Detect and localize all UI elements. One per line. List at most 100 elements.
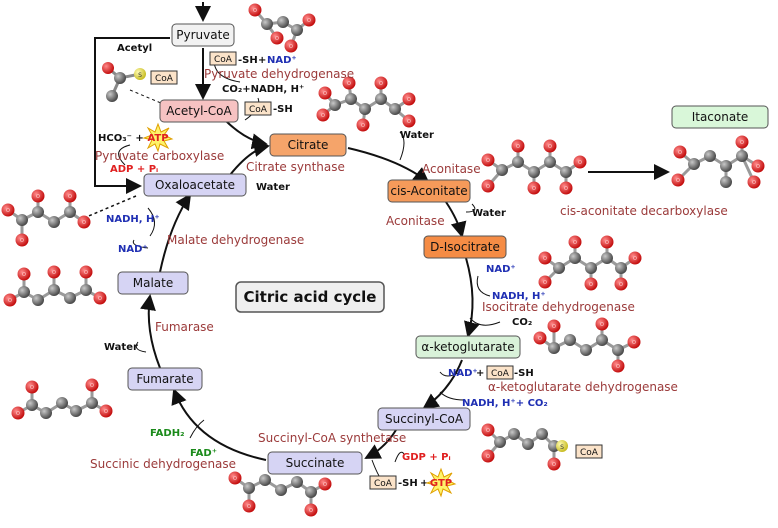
svg-text:O: O bbox=[756, 164, 760, 170]
svg-text:O: O bbox=[752, 180, 756, 186]
svg-text:O: O bbox=[16, 411, 20, 417]
alpha-ketoglutarate-label: α-ketoglutarate bbox=[421, 340, 514, 354]
svg-text:O: O bbox=[740, 140, 744, 146]
arrow-akg-to-succinylcoa bbox=[422, 359, 463, 410]
svg-text:O: O bbox=[486, 454, 490, 460]
plus-text-top: + bbox=[258, 55, 266, 66]
acetyl-coa-fragment: CoA S bbox=[102, 62, 178, 102]
nad-plus-isocitrate: NAD⁺ bbox=[486, 264, 516, 275]
svg-text:O: O bbox=[90, 383, 94, 389]
svg-text:O: O bbox=[543, 280, 547, 286]
starburst-atp-icon: ATP bbox=[142, 122, 174, 153]
fumarate-label: Fumarate bbox=[136, 372, 193, 386]
plus-succinyl: + bbox=[420, 478, 428, 489]
coa-text-akg: CoA bbox=[491, 369, 510, 379]
co2-isocitrate: CO₂ bbox=[512, 317, 532, 328]
dotted-link-acetyl bbox=[129, 89, 169, 107]
svg-text:O: O bbox=[678, 150, 682, 156]
enzyme-succinyl-coa-synthetase: Succinyl-CoA synthetase bbox=[258, 431, 406, 445]
citrate-label: Citrate bbox=[288, 138, 329, 152]
coa-text-top: CoA bbox=[214, 55, 233, 65]
svg-text:O: O bbox=[321, 113, 325, 119]
water-text-aconitase: Water bbox=[400, 130, 434, 141]
sh-text-akg: -SH bbox=[514, 368, 534, 379]
enzyme-isocitrate-dehydrogenase: Isocitrate dehydrogenase bbox=[482, 300, 635, 314]
fumarate-molecule: O O O O bbox=[11, 378, 113, 420]
node-fumarate: Fumarate bbox=[127, 367, 203, 391]
oxaloacetate-label: Oxaloacetate bbox=[155, 178, 235, 192]
svg-text:O: O bbox=[104, 409, 108, 415]
arrow-malate-to-oxaloacetate bbox=[159, 193, 192, 273]
svg-text:O: O bbox=[516, 144, 520, 150]
svg-text:O: O bbox=[633, 256, 637, 262]
arrow-succinylcoa-to-succinate bbox=[364, 429, 397, 459]
svg-text:O: O bbox=[275, 36, 279, 42]
svg-text:O: O bbox=[407, 119, 411, 125]
adp-pi-text: ADP + Pᵢ bbox=[110, 164, 158, 175]
coa-sh-box-acetyl: CoA -SH bbox=[244, 101, 293, 116]
fadh2-text: FADH₂ bbox=[150, 428, 184, 439]
svg-text:O: O bbox=[486, 428, 490, 434]
svg-text:O: O bbox=[589, 282, 593, 288]
svg-text:O: O bbox=[578, 160, 582, 166]
node-itaconate: Itaconate bbox=[671, 105, 769, 129]
itaconate-molecule: O O O O O bbox=[671, 135, 765, 189]
d-isocitrate-label: D-Isocitrate bbox=[430, 240, 500, 254]
svg-text:O: O bbox=[676, 178, 680, 184]
svg-text:O: O bbox=[486, 184, 490, 190]
svg-text:O: O bbox=[407, 97, 411, 103]
succinyl-coa-label: Succinyl-CoA bbox=[385, 412, 464, 426]
water-text-citrate-synthase: Water bbox=[256, 182, 290, 193]
nadh-h-co2-akg: NADH, H⁺+ CO₂ bbox=[462, 398, 548, 409]
node-pyruvate: Pyruvate bbox=[171, 23, 235, 47]
svg-text:O: O bbox=[619, 282, 623, 288]
svg-text:O: O bbox=[323, 482, 327, 488]
svg-text:O: O bbox=[600, 322, 604, 328]
arrow-fumarate-to-malate bbox=[140, 294, 161, 369]
svg-text:O: O bbox=[30, 385, 34, 391]
svg-text:O: O bbox=[247, 504, 251, 510]
svg-text:O: O bbox=[307, 18, 311, 24]
nad-plus-malate: NAD⁺ bbox=[118, 244, 148, 255]
enzyme-malate-dehydrogenase: Malate dehydrogenase bbox=[167, 233, 304, 247]
enzyme-succinic-dehydrogenase: Succinic dehydrogenase bbox=[90, 457, 236, 471]
malate-label: Malate bbox=[133, 276, 173, 290]
svg-text:O: O bbox=[548, 144, 552, 150]
svg-text:O: O bbox=[538, 336, 542, 342]
hco3-text: HCO₃⁻ + bbox=[98, 133, 144, 144]
coa-text-succinyl: CoA bbox=[374, 479, 393, 489]
acetyl-label: Acetyl bbox=[117, 43, 152, 54]
itaconate-label: Itaconate bbox=[692, 110, 749, 124]
nadh-h-malate: NADH, H⁺ bbox=[106, 214, 160, 225]
arrow-succinate-to-fumarate bbox=[171, 388, 267, 461]
svg-text:O: O bbox=[552, 324, 556, 330]
water-text-cisaconitate: Water bbox=[472, 208, 506, 219]
enzyme-aconitase-1: Aconitase bbox=[422, 162, 481, 176]
enzyme-akg-dehydrogenase: α-ketoglutarate dehydrogenase bbox=[488, 380, 678, 394]
svg-text:O: O bbox=[68, 194, 72, 200]
acetyl-coa-label: Acetyl-CoA bbox=[166, 104, 232, 118]
arrow-citrate-to-cisaconitate bbox=[347, 147, 430, 184]
nad-plus-top: NAD⁺ bbox=[267, 55, 297, 66]
s-atom-succinyl: S bbox=[560, 444, 564, 451]
arrow-isocitrate-to-akg bbox=[464, 257, 480, 338]
svg-text:O: O bbox=[82, 220, 86, 226]
arrow-pyruvate-to-oxaloacetate-loop bbox=[94, 37, 170, 194]
arrow-cisaconitate-to-isocitrate bbox=[445, 201, 467, 238]
enzyme-pyruvate-dehydrogenase: Pyruvate dehydrogenase bbox=[204, 67, 354, 81]
svg-text:O: O bbox=[52, 270, 56, 276]
svg-text:O: O bbox=[253, 8, 257, 14]
svg-text:O: O bbox=[8, 298, 12, 304]
coa-text-fragment: CoA bbox=[155, 74, 174, 84]
sh-text-succinyl: -SH bbox=[398, 478, 418, 489]
water-text-fumarase: Water bbox=[104, 342, 138, 353]
node-succinate: Succinate bbox=[267, 451, 363, 475]
node-d-isocitrate: D-Isocitrate bbox=[423, 235, 507, 259]
node-alpha-ketoglutarate: α-ketoglutarate bbox=[415, 335, 521, 359]
